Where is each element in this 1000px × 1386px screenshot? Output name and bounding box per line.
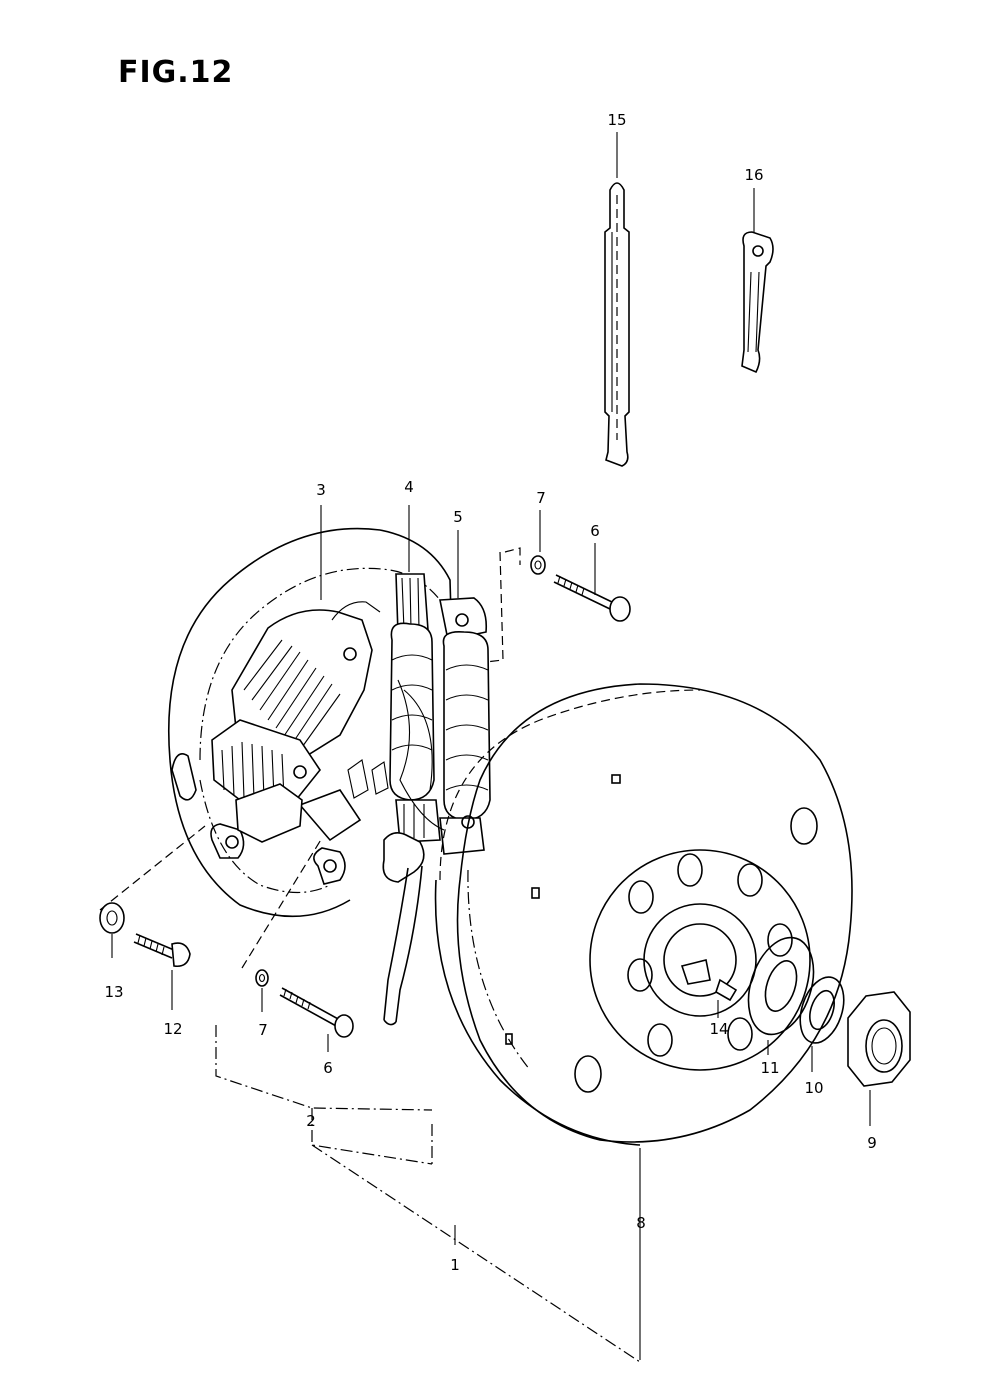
callout-6-lower: 6: [323, 1059, 333, 1077]
callout-2: 2: [306, 1112, 316, 1130]
part-9-nut: [847, 991, 911, 1126]
callout-13: 13: [104, 983, 123, 1001]
callout-4: 4: [404, 478, 414, 496]
part-8-flywheel-rotor: [434, 683, 853, 1360]
callout-16: 16: [744, 166, 763, 184]
part-16-holder-bracket: [741, 188, 774, 374]
part-5-coil: [439, 530, 491, 855]
part-7-washer-lower: [255, 969, 269, 1012]
wire-harness: [382, 679, 445, 1026]
figure-title: FIG.12: [118, 55, 234, 90]
part-6-screw-lower: [279, 987, 354, 1052]
callout-6-upper: 6: [590, 522, 600, 540]
callout-9: 9: [867, 1134, 877, 1152]
callout-12: 12: [163, 1020, 182, 1038]
callout-14: 14: [709, 1020, 728, 1038]
part-4-coil: [389, 505, 441, 843]
part-7-washer-upper: [530, 510, 546, 575]
callout-15: 15: [607, 111, 626, 129]
callout-7-upper: 7: [536, 489, 546, 507]
part-11-washer: [747, 936, 815, 1055]
leader-lines: [99, 547, 641, 1363]
callout-labels: 15 16 3 4 5 7 6 13 12 7 6 14 11 10 9 2 8…: [104, 111, 876, 1274]
stator-base-plate: [167, 527, 453, 918]
callout-3: 3: [316, 481, 326, 499]
callout-10: 10: [804, 1079, 823, 1097]
callout-7-lower: 7: [258, 1021, 268, 1039]
callout-5: 5: [453, 508, 463, 526]
callout-8: 8: [636, 1214, 646, 1232]
part-10-lock-washer: [799, 976, 845, 1072]
part-6-screw-upper: [553, 543, 631, 622]
part-12-screw: [133, 933, 191, 1010]
part-15-holder-tool: [604, 132, 630, 467]
part-13-washer: [99, 902, 125, 958]
callout-11: 11: [760, 1059, 779, 1077]
callout-1: 1: [450, 1256, 460, 1274]
part-3-coil: [211, 505, 381, 843]
